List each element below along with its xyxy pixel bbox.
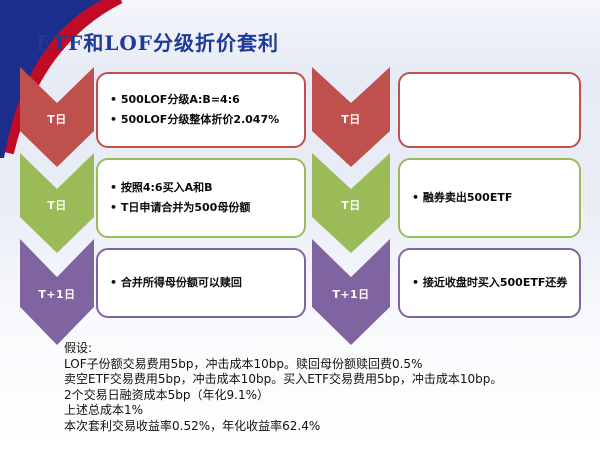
assumptions-text: 假设:LOF子份额交易费用5bp，冲击成本10bp。赎回母份额赎回费0.5%卖空…: [64, 341, 502, 435]
flow-arrow-label: T日: [341, 199, 361, 212]
flow-arrow-right-3: T+1日: [312, 239, 390, 345]
bullet-text: 500LOF分级A:B=4:6: [110, 90, 279, 110]
bullet-text: 500LOF分级整体折价2.047%: [110, 110, 279, 130]
bullet-text: 接近收盘时买入500ETF还券: [412, 273, 568, 293]
flow-arrow-label: T+1日: [38, 287, 76, 301]
assumption-line: 卖空ETF交易费用5bp，冲击成本10bp。买入ETF交易费用5bp，冲击成本1…: [64, 372, 503, 387]
box-bullets: 接近收盘时买入500ETF还券: [412, 273, 568, 293]
flow-arrow-label: T+1日: [332, 287, 370, 301]
flow-arrow-right-2: T日: [312, 153, 390, 253]
box-bullets: 500LOF分级A:B=4:6500LOF分级整体折价2.047%: [110, 90, 279, 130]
flow-arrow-left-3: T+1日: [20, 239, 94, 345]
flow-box-right-1: [398, 72, 581, 148]
corner-decoration: [0, 0, 123, 158]
flow-box-left-1: 500LOF分级A:B=4:6500LOF分级整体折价2.047%: [96, 72, 306, 148]
flow-arrow-label: T日: [47, 199, 67, 212]
assumption-line: 2个交易日融资成本5bp（年化9.1%）: [64, 387, 269, 402]
assumption-line: 假设:: [64, 341, 93, 355]
flow-box-left-2: 按照4:6买入A和BT日申请合并为500母份额: [96, 158, 306, 238]
assumption-line: 本次套利交易收益率0.52%，年化收益率62.4%: [64, 418, 321, 433]
flow-box-right-2: 融券卖出500ETF: [398, 158, 581, 238]
box-bullets: 按照4:6买入A和BT日申请合并为500母份额: [110, 178, 250, 218]
slide-title: ETF和LOF分级折价套利: [36, 31, 280, 55]
assumption-line: LOF子份额交易费用5bp，冲击成本10bp。赎回母份额赎回费0.5%: [64, 356, 423, 371]
flow-arrow-left-2: T日: [20, 153, 94, 253]
corner-blue-shape: [0, 0, 102, 158]
flow-arrow-right-1: T日: [312, 67, 390, 167]
box-bullets: 合并所得母份额可以赎回: [110, 273, 242, 293]
flow-box-right-3: 接近收盘时买入500ETF还券: [398, 248, 581, 318]
bullet-text: 按照4:6买入A和B: [110, 178, 250, 198]
bullet-text: T日申请合并为500母份额: [110, 198, 250, 218]
flow-arrow-label: T日: [341, 113, 361, 126]
bullet-text: 融券卖出500ETF: [412, 188, 513, 208]
box-bullets: 融券卖出500ETF: [412, 188, 513, 208]
assumption-line: 上述总成本1%: [64, 403, 144, 418]
flow-arrow-label: T日: [47, 113, 67, 126]
bullet-text: 合并所得母份额可以赎回: [110, 273, 242, 293]
flow-box-left-3: 合并所得母份额可以赎回: [96, 248, 306, 318]
